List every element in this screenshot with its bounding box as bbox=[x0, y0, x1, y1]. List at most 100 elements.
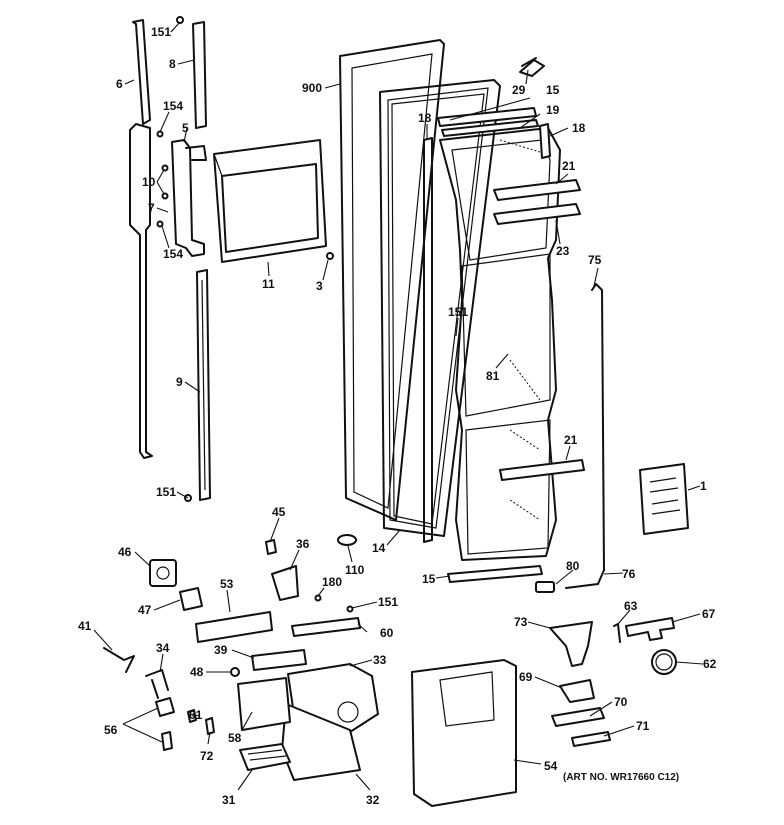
bracket-67 bbox=[625, 617, 675, 641]
label-21: 21 bbox=[562, 159, 576, 173]
door-gasket-14 bbox=[379, 79, 501, 537]
side-strip-18-left bbox=[423, 137, 433, 543]
label-39: 39 bbox=[214, 643, 228, 657]
part-46 bbox=[149, 559, 177, 587]
label-73: 73 bbox=[514, 615, 528, 629]
label-900: 900 bbox=[302, 81, 322, 95]
part-72 bbox=[205, 717, 215, 735]
part-34 bbox=[145, 669, 169, 699]
screws bbox=[156, 16, 354, 613]
label-72: 72 bbox=[200, 749, 214, 763]
label-10: 10 bbox=[142, 175, 156, 189]
handle-bracket-5 bbox=[171, 139, 207, 257]
part-110 bbox=[337, 534, 357, 546]
label-71: 71 bbox=[636, 719, 650, 733]
label-60: 60 bbox=[380, 626, 394, 640]
label-23: 23 bbox=[556, 244, 570, 258]
trim-strip-6 bbox=[129, 19, 153, 459]
label-31: 31 bbox=[222, 793, 236, 807]
trim-strip-8 bbox=[192, 21, 207, 129]
label-151: 151 bbox=[156, 485, 176, 499]
dispenser-frame-11 bbox=[213, 139, 327, 263]
literature-1 bbox=[639, 463, 689, 535]
art-number: (ART NO. WR17660 C12) bbox=[563, 772, 679, 783]
label-63: 63 bbox=[624, 599, 638, 613]
label-8: 8 bbox=[169, 57, 176, 71]
chute-73 bbox=[549, 621, 593, 667]
label-47: 47 bbox=[138, 603, 152, 617]
label-41: 41 bbox=[78, 619, 92, 633]
label-6: 6 bbox=[116, 77, 123, 91]
label-15: 15 bbox=[422, 572, 436, 586]
label-54: 54 bbox=[544, 759, 558, 773]
label-69: 69 bbox=[519, 670, 533, 684]
housing-32 bbox=[281, 703, 361, 781]
part-41 bbox=[103, 647, 135, 673]
label-58: 58 bbox=[228, 731, 242, 745]
top-bar-19 bbox=[441, 119, 539, 137]
label-53: 53 bbox=[220, 577, 234, 591]
label-151: 151 bbox=[151, 25, 171, 39]
label-18: 18 bbox=[418, 111, 432, 125]
label-15: 15 bbox=[546, 83, 560, 97]
part-70 bbox=[551, 707, 605, 727]
panel-53 bbox=[195, 611, 273, 643]
side-strip-18-right bbox=[539, 123, 551, 159]
label-18: 18 bbox=[572, 121, 586, 135]
water-tube-75 bbox=[535, 283, 605, 593]
label-56: 56 bbox=[104, 723, 118, 737]
label-32: 32 bbox=[366, 793, 380, 807]
label-62: 62 bbox=[703, 657, 717, 671]
bar-60 bbox=[291, 617, 361, 637]
label-36: 36 bbox=[296, 537, 310, 551]
label-33: 33 bbox=[373, 653, 387, 667]
trim-strip-9 bbox=[196, 269, 211, 501]
shelf-bar-21-lower bbox=[499, 459, 585, 481]
top-bar-15 bbox=[437, 107, 537, 127]
label-80: 80 bbox=[566, 559, 580, 573]
label-1: 1 bbox=[700, 479, 707, 493]
label-46: 46 bbox=[118, 545, 132, 559]
part-number-labels: 151 8 6 900 29 15 19 18 18 154 5 10 7 15… bbox=[78, 25, 717, 807]
label-19: 19 bbox=[546, 103, 560, 117]
label-81: 81 bbox=[486, 369, 500, 383]
clip-29 bbox=[519, 57, 545, 77]
label-61: 61 bbox=[189, 708, 203, 722]
label-151: 151 bbox=[448, 305, 468, 319]
part-69 bbox=[559, 679, 595, 703]
label-21: 21 bbox=[564, 433, 578, 447]
label-48: 48 bbox=[190, 665, 204, 679]
label-34: 34 bbox=[156, 641, 170, 655]
label-11: 11 bbox=[262, 277, 275, 291]
label-75: 75 bbox=[588, 253, 602, 267]
leader-lines bbox=[93, 21, 704, 791]
label-29: 29 bbox=[512, 83, 526, 97]
part-63 bbox=[613, 623, 621, 643]
label-5: 5 bbox=[182, 121, 189, 135]
label-180: 180 bbox=[322, 575, 342, 589]
bracket-58 bbox=[237, 677, 291, 731]
grille-31 bbox=[239, 743, 291, 771]
label-14: 14 bbox=[372, 541, 386, 555]
door-outer-panel-900 bbox=[339, 39, 445, 521]
part-48 bbox=[230, 667, 240, 677]
part-71 bbox=[571, 731, 611, 747]
board-39 bbox=[251, 649, 307, 671]
label-7: 7 bbox=[148, 201, 155, 215]
label-154: 154 bbox=[163, 247, 183, 261]
part-45 bbox=[265, 539, 277, 555]
dispenser-cover-54 bbox=[411, 659, 517, 807]
shelf-bar-21-upper bbox=[493, 179, 581, 225]
part-36 bbox=[271, 565, 299, 601]
label-9: 9 bbox=[176, 375, 183, 389]
ring-62 bbox=[651, 649, 677, 675]
label-154: 154 bbox=[163, 99, 183, 113]
label-76: 76 bbox=[622, 567, 636, 581]
label-151: 151 bbox=[378, 595, 398, 609]
part-56 bbox=[155, 697, 175, 751]
label-70: 70 bbox=[614, 695, 628, 709]
bottom-bar-15 bbox=[447, 565, 543, 583]
label-110: 110 bbox=[345, 563, 365, 577]
part-47 bbox=[179, 587, 203, 611]
